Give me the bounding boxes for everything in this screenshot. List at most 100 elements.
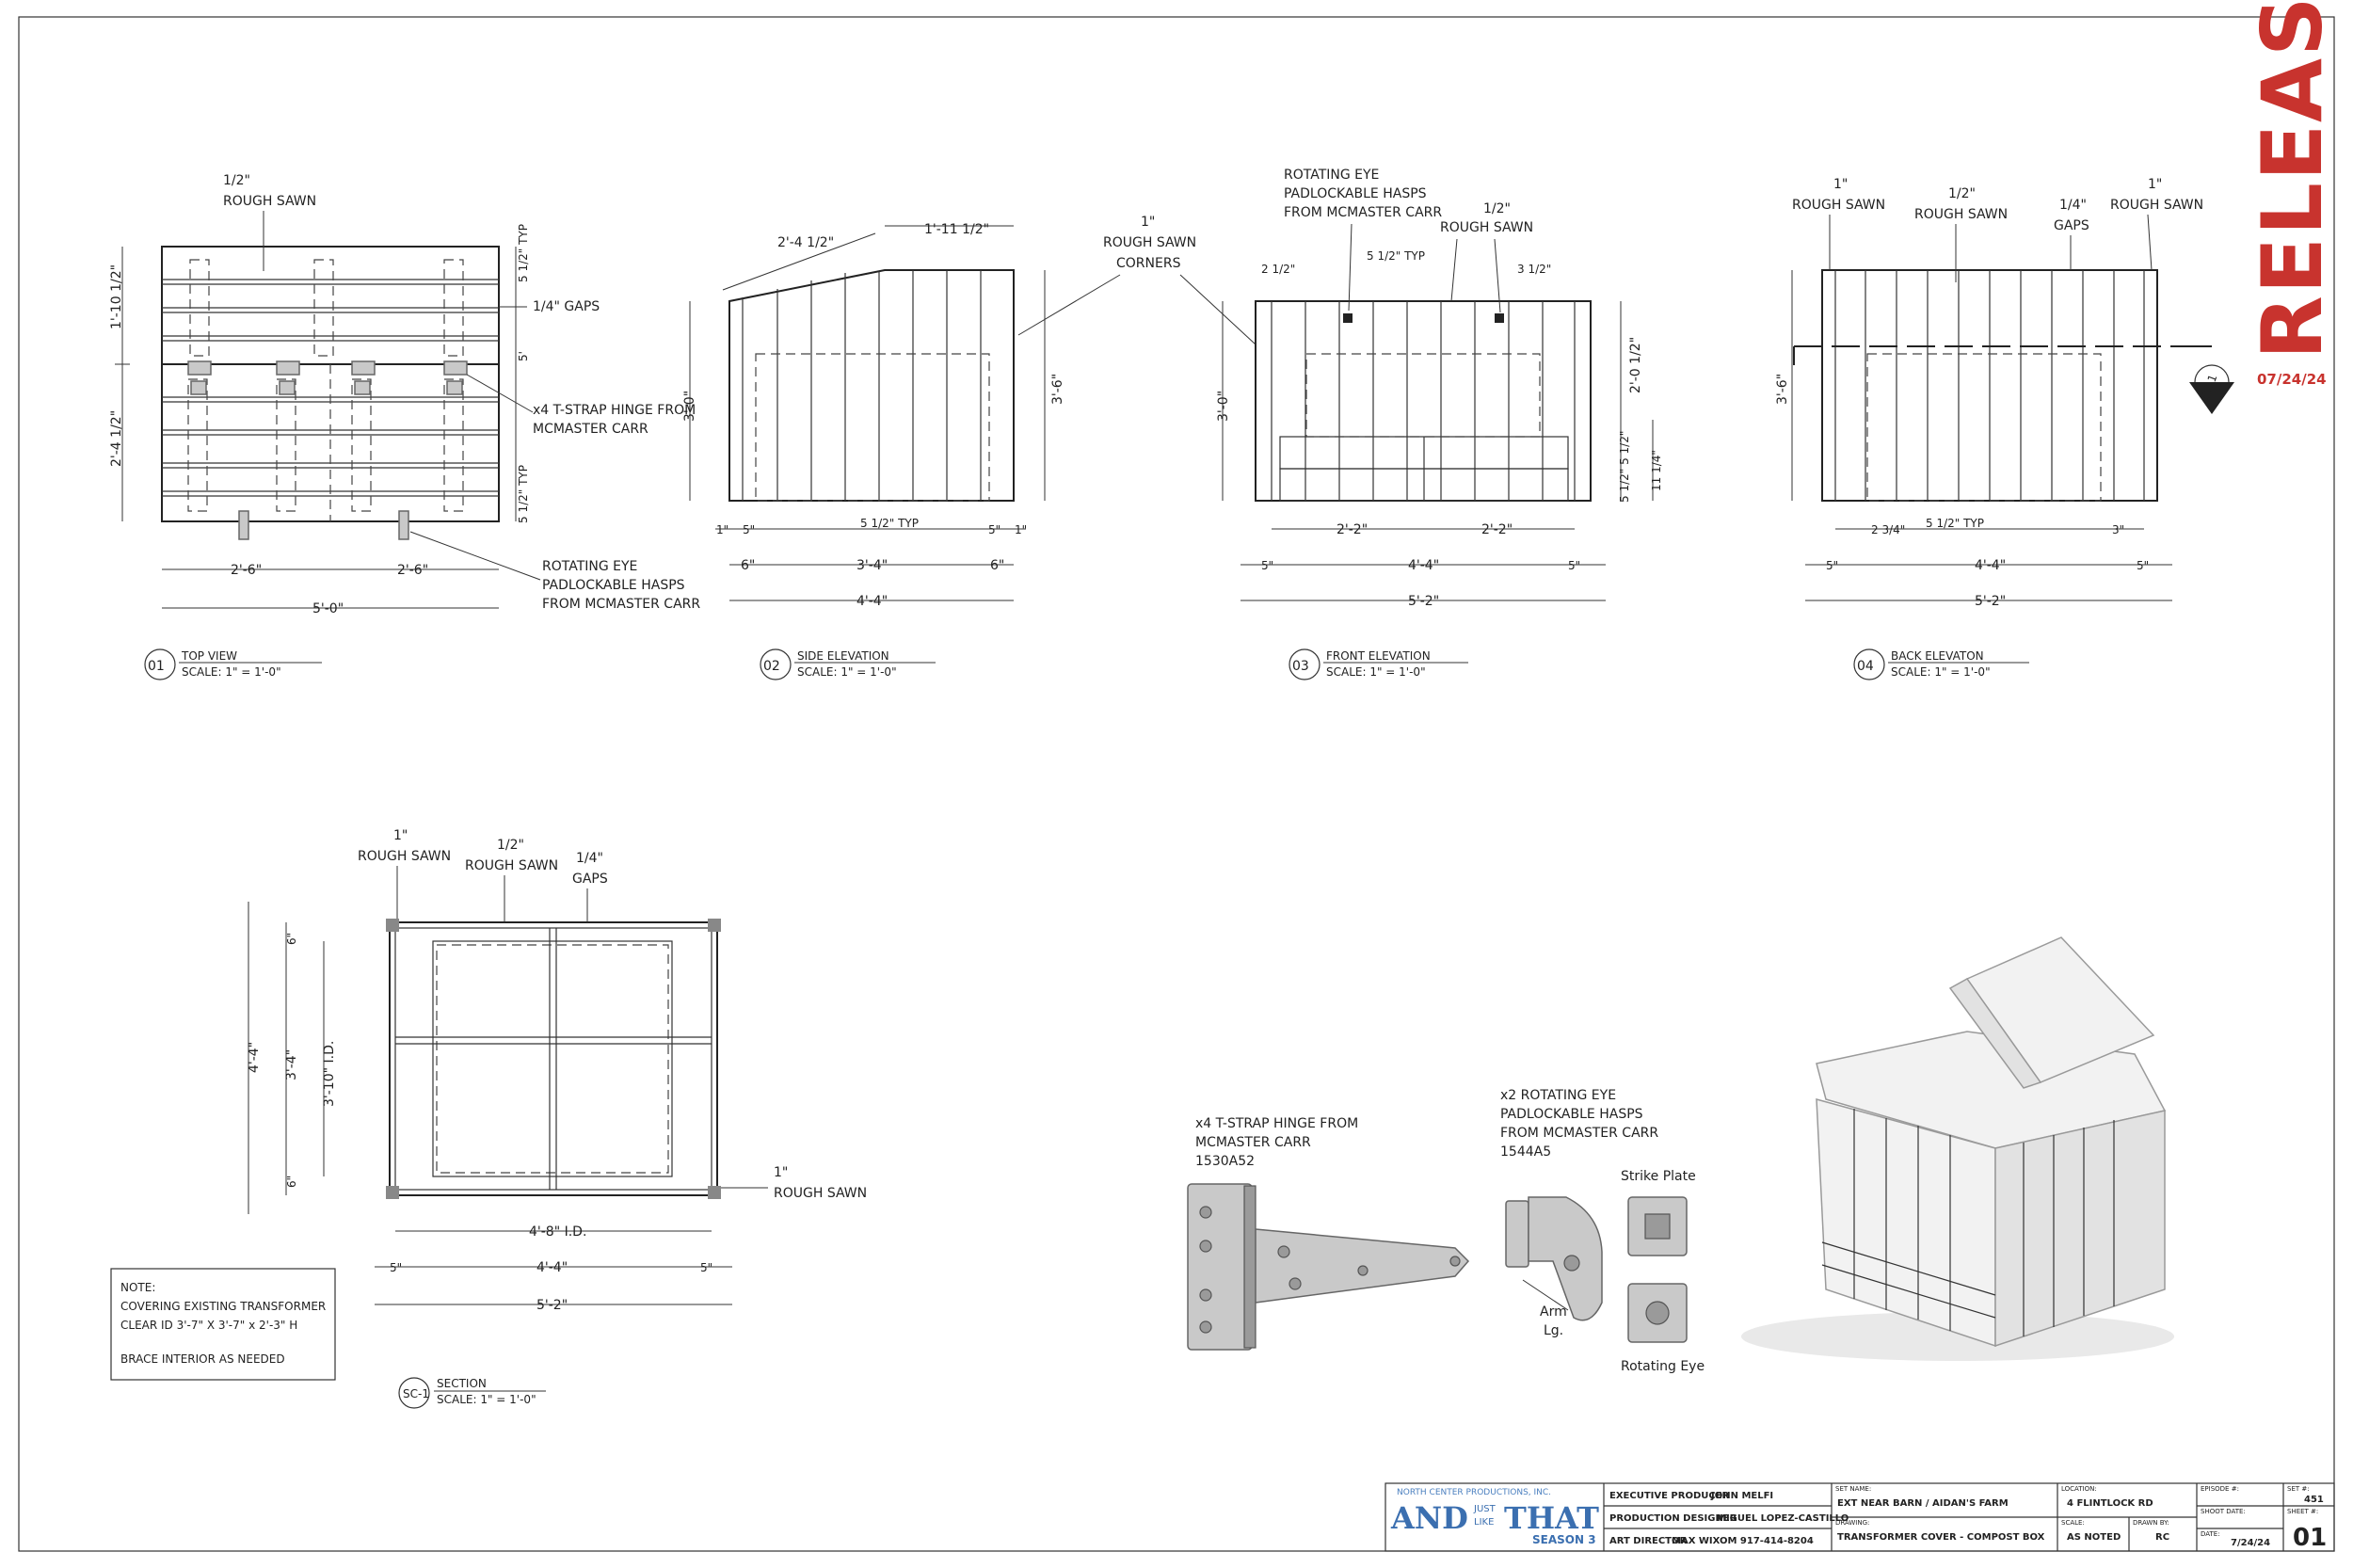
label-views-side-dim-b3: 6" — [990, 558, 1004, 573]
label-views-top-label-board: 1/2" — [223, 173, 250, 188]
label-views-back-l-b2: ROUGH SAWN — [1914, 207, 2008, 222]
label-views-back-title: BACK ELEVATON — [1891, 649, 1984, 663]
label-views-back-dim-a2: 5 1/2" TYP — [1926, 517, 1984, 530]
label-views-section-l-c1: 1/4" — [576, 851, 603, 866]
label-titleblock-location-label: LOCATION: — [2061, 1485, 2097, 1493]
label-note-l3: CLEAR ID 3'-7" X 3'-7" x 2'-3" H — [120, 1319, 297, 1332]
label-views-front-dim-t3: 3 1/2" — [1517, 263, 1551, 276]
label-note-l4: BRACE INTERIOR AS NEEDED — [120, 1352, 285, 1366]
label-views-back-l-c2: GAPS — [2054, 218, 2089, 233]
label-views-side-dim-a3: 5 1/2" TYP — [860, 517, 919, 530]
label-views-front-title: FRONT ELEVATION — [1326, 649, 1431, 663]
label-views-top-dim-total: 5'-0" — [312, 601, 344, 616]
label-hardware-hasp-arm2: Lg. — [1544, 1323, 1563, 1338]
label-views-front-label-hasp2: PADLOCKABLE HASPS — [1284, 186, 1427, 201]
label-titleblock-ad-label: ART DIRECTOR — [1609, 1536, 1688, 1546]
label-hardware-hinge-l1: x4 T-STRAP HINGE FROM — [1195, 1116, 1358, 1131]
label-views-top-label-hinge2: MCMASTER CARR — [533, 422, 648, 437]
label-views-back-dim-a1: 2 3/4" — [1871, 523, 1905, 536]
label-views-section-title: SECTION — [437, 1377, 487, 1390]
label-views-back-dim-h: 3'-6" — [1775, 374, 1790, 405]
label-views-section-dim-b1: 5" — [390, 1261, 402, 1274]
label-views-section-dim-id-v: 3'-10" I.D. — [322, 1041, 337, 1107]
label-views-front-dim-b2: 4'-4" — [1408, 558, 1439, 573]
label-views-back-dim-b3: 5" — [2137, 559, 2149, 572]
show-logo-main: AND — [1390, 1500, 1468, 1536]
label-views-section-dim-left: 4'-4" — [247, 1042, 262, 1073]
label-views-back-scale: SCALE: 1" = 1'-0" — [1891, 665, 1991, 679]
side-elevation-outline — [728, 269, 1015, 502]
label-titleblock-scale-value: AS NOTED — [2067, 1532, 2121, 1543]
label-views-corners-l3: CORNERS — [1116, 256, 1181, 271]
label-views-front-dim-h-left: 3'-0" — [1216, 391, 1231, 422]
label-titleblock-ad-value: MAX WIXOM 917-414-8204 — [1672, 1536, 1814, 1546]
side-elevation: 2'-4 1/2" 1'-11 1/2" 3'-0" 3'-6" 1" 5" 5… — [682, 222, 1065, 680]
label-views-top-scale: SCALE: 1" = 1'-0" — [182, 665, 281, 679]
label-titleblock-date-label: DATE: — [2201, 1530, 2220, 1538]
label-views-section-scale: SCALE: 1" = 1'-0" — [437, 1393, 536, 1406]
front-elevation: ROTATING EYE PADLOCKABLE HASPS FROM MCMA… — [1216, 168, 1663, 680]
label-views-side-num: 02 — [763, 659, 780, 674]
label-views-front-label-hasp3: FROM MCMASTER CARR — [1284, 205, 1442, 220]
label-views-section-l-a2: ROUGH SAWN — [358, 849, 451, 864]
company-name: NORTH CENTER PRODUCTIONS, INC. — [1397, 1488, 1551, 1497]
label-views-front-label-board1: 1/2" — [1483, 201, 1511, 216]
label-views-back-l-a1: 1" — [1833, 177, 1848, 192]
label-views-top-dim-b1: 2'-6" — [231, 563, 262, 578]
label-views-back-l-c1: 1/4" — [2059, 198, 2087, 213]
label-views-back-num: 04 — [1857, 659, 1874, 674]
label-hardware-hasp-eye: Rotating Eye — [1621, 1359, 1705, 1374]
sheet-number: 01 — [2293, 1524, 2327, 1552]
label-views-front-label-hasp1: ROTATING EYE — [1284, 168, 1379, 183]
label-views-back-l-b1: 1/2" — [1948, 186, 1976, 201]
label-views-top-label-gaps: 1/4" GAPS — [533, 299, 600, 314]
label-views-front-dim-r2: 5 1/2" 5 1/2" — [1618, 431, 1631, 503]
label-views-front-dim-total: 5'-2" — [1408, 594, 1439, 609]
label-views-front-dim-r3: 11 1/4" — [1650, 450, 1663, 491]
label-titleblock-exec-value: JOHN MELFI — [1710, 1491, 1773, 1501]
show-logo-like: LIKE — [1474, 1517, 1494, 1528]
label-hardware-hinge-l2: MCMASTER CARR — [1195, 1135, 1311, 1150]
label-views-side-dim-h-right: 3'-6" — [1050, 374, 1065, 405]
label-views-top-dim-b2: 2'-6" — [397, 563, 428, 578]
label-titleblock-sheet-label: SHEET #: — [2287, 1508, 2318, 1515]
label-views-side-scale: SCALE: 1" = 1'-0" — [797, 665, 897, 679]
label-views-side-dim-a5: 1" — [1015, 523, 1027, 536]
label-note-l2: COVERING EXISTING TRANSFORMER — [120, 1300, 326, 1313]
show-logo-just: JUST — [1473, 1504, 1497, 1514]
label-views-top-dim-left-bot: 2'-4 1/2" — [109, 410, 124, 467]
label-views-back-dim-b2: 4'-4" — [1975, 558, 2006, 573]
label-titleblock-setname-label: SET NAME: — [1835, 1485, 1871, 1493]
label-views-side-dim-b1: 6" — [741, 558, 755, 573]
back-elevation: 1" ROUGH SAWN 1/2" ROUGH SAWN 1/4" GAPS … — [1775, 177, 2234, 680]
label-views-top-dim-r2: 5' — [517, 351, 530, 361]
label-views-side-dim-slope: 2'-4 1/2" — [777, 235, 834, 250]
label-views-side-dim-total: 4'-4" — [856, 594, 888, 609]
t-strap-hinge-plate — [1187, 1183, 1253, 1351]
label-views-section-l-d1: 1" — [774, 1165, 788, 1180]
label-views-top-title: TOP VIEW — [181, 649, 237, 663]
label-note-l1: NOTE: — [120, 1281, 155, 1294]
label-views-top-dim-r3: 5 1/2" TYP — [517, 465, 530, 523]
label-views-section-dim-l2: 3'-4" — [284, 1049, 299, 1080]
sheet-border — [18, 16, 2335, 1552]
release-stamp: RELEASE — [2244, 0, 2341, 360]
label-views-section-dim-l3: 6" — [285, 1176, 298, 1188]
label-views-section-dim-total: 5'-2" — [536, 1298, 568, 1313]
label-views-top-dim-left-top: 1'-10 1/2" — [109, 264, 124, 329]
label-views-top-label-board2: ROUGH SAWN — [223, 194, 316, 209]
title-block: NORTH CENTER PRODUCTIONS, INC. AND JUST … — [1385, 1482, 2335, 1552]
label-views-section-dim-l1: 6" — [285, 933, 298, 945]
show-logo-that: THAT — [1504, 1500, 1599, 1536]
label-titleblock-scale-label: SCALE: — [2061, 1519, 2085, 1527]
label-views-back-dim-total: 5'-2" — [1975, 594, 2006, 609]
label-hardware-hasp-l3: FROM MCMASTER CARR — [1500, 1126, 1658, 1141]
label-titleblock-date-value: 7/24/24 — [2231, 1538, 2270, 1548]
label-views-top-label-hasp1: ROTATING EYE — [542, 559, 637, 574]
label-views-side-dim-a1: 1" — [716, 523, 728, 536]
label-views-corners-l1: 1" — [1141, 215, 1155, 230]
label-titleblock-pd-label: PRODUCTION DESIGNER — [1609, 1513, 1737, 1524]
label-views-section-dim-b2: 4'-4" — [536, 1260, 568, 1275]
label-views-front-dim-a1: 2'-2" — [1337, 522, 1368, 537]
